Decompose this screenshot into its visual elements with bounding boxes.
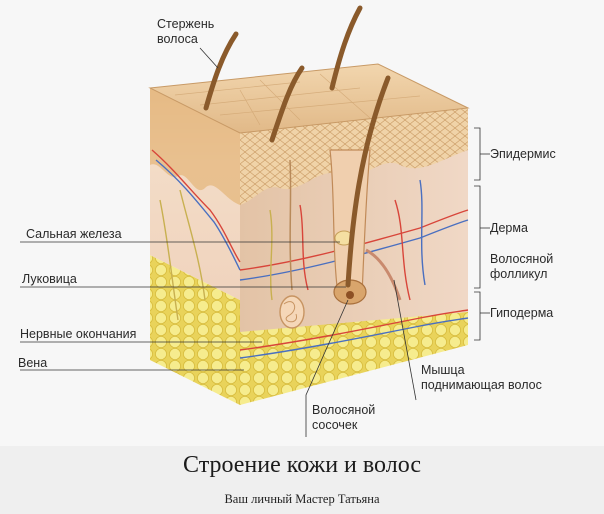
label-papilla: Волосяной сосочек bbox=[312, 403, 376, 432]
label-sebaceous-gland: Сальная железа bbox=[26, 227, 122, 241]
sweat-gland bbox=[279, 159, 305, 329]
label-leaders bbox=[20, 47, 490, 437]
label-bulb: Луковица bbox=[22, 272, 77, 286]
label-dermis: Дерма bbox=[490, 221, 528, 235]
arrector-muscle bbox=[365, 248, 402, 301]
label-follicle: Волосяной фолликул bbox=[490, 252, 554, 281]
label-hair-shaft: Стержень волоса bbox=[157, 17, 215, 46]
skin-diagram: Стержень волоса Эпидермис Сальная железа… bbox=[18, 5, 556, 437]
hypodermis-front bbox=[150, 255, 240, 405]
caption-title: Строение кожи и волос bbox=[183, 452, 421, 478]
label-epidermis: Эпидермис bbox=[490, 147, 556, 161]
label-vein: Вена bbox=[18, 356, 48, 370]
label-muscle: Мышца поднимающая волос bbox=[421, 363, 542, 392]
caption: Строение кожи и волос Ваш личный Мастер … bbox=[0, 446, 604, 514]
hair-shafts bbox=[203, 5, 391, 288]
label-nerve-endings: Нервные окончания bbox=[20, 327, 137, 341]
vessels bbox=[151, 149, 469, 359]
label-hypodermis: Гиподерма bbox=[490, 306, 554, 320]
hypodermis-right bbox=[240, 310, 468, 405]
caption-subtitle: Ваш личный Мастер Татьяна bbox=[224, 492, 380, 506]
hair-papilla bbox=[346, 291, 354, 299]
skin-illustration bbox=[148, 5, 470, 405]
